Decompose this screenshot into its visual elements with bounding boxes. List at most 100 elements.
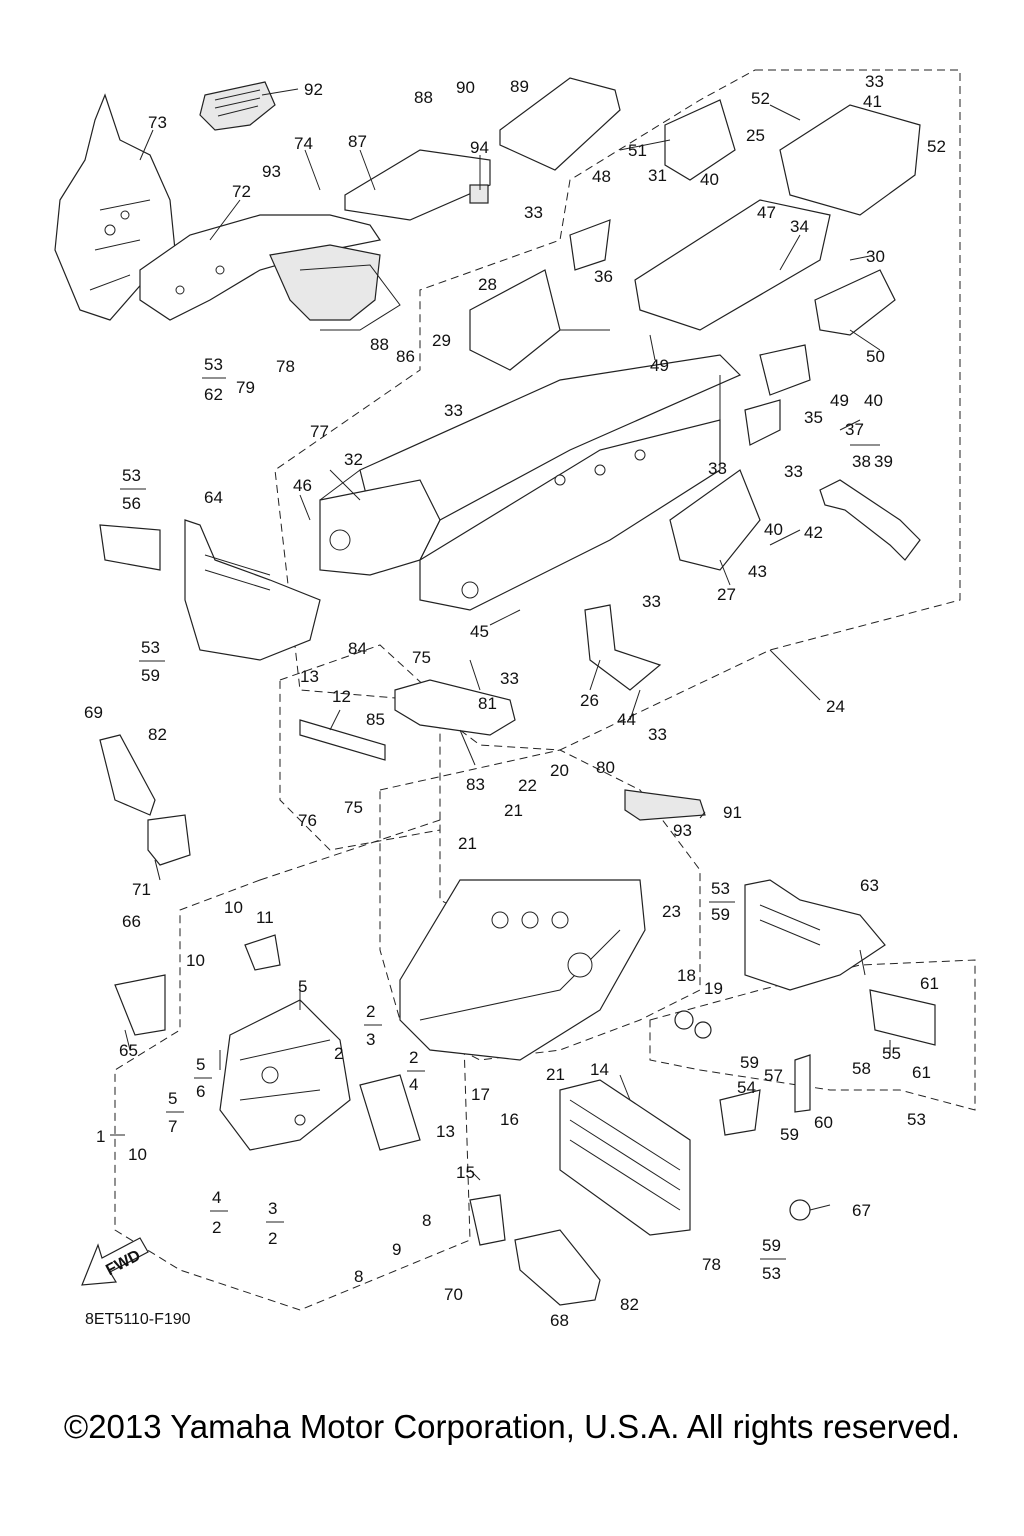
fwd-arrow-icon: FWD bbox=[81, 1237, 149, 1286]
callout-52: 52 bbox=[751, 89, 770, 108]
steering-post-12 bbox=[299, 719, 386, 761]
callout-36: 36 bbox=[594, 267, 613, 286]
guard-69 bbox=[99, 734, 156, 816]
air-duct-92 bbox=[199, 81, 276, 131]
callout-53: 53 bbox=[204, 355, 223, 374]
rear-bracket-25 bbox=[779, 104, 921, 216]
callout-64: 64 bbox=[204, 488, 223, 507]
callout-10: 10 bbox=[224, 898, 243, 917]
callout-71: 71 bbox=[132, 880, 151, 899]
callout-2-d: 2 bbox=[212, 1218, 221, 1237]
bracket-28 bbox=[469, 269, 561, 371]
callout-49-right: 49 bbox=[830, 391, 849, 410]
callout-51: 51 bbox=[628, 141, 647, 160]
callout-18: 18 bbox=[677, 966, 696, 985]
callout-33: 33 bbox=[524, 203, 543, 222]
callout-60: 60 bbox=[814, 1113, 833, 1132]
callout-79: 79 bbox=[236, 378, 255, 397]
callout-81: 81 bbox=[478, 694, 497, 713]
callout-33-f: 33 bbox=[500, 669, 519, 688]
callout-26: 26 bbox=[580, 691, 599, 710]
callout-41: 41 bbox=[863, 92, 882, 111]
callout-80: 80 bbox=[596, 758, 615, 777]
callout-13: 13 bbox=[300, 667, 319, 686]
callout-57: 57 bbox=[764, 1066, 783, 1085]
callout-13-b: 13 bbox=[436, 1122, 455, 1141]
callout-33-g: 33 bbox=[648, 725, 667, 744]
callout-88-b: 88 bbox=[370, 335, 389, 354]
callout-45: 45 bbox=[470, 622, 489, 641]
callout-58: 58 bbox=[852, 1059, 871, 1078]
callout-2: 2 bbox=[366, 1002, 375, 1021]
callout-10-b: 10 bbox=[186, 951, 205, 970]
callout-23: 23 bbox=[662, 902, 681, 921]
callout-40-low: 40 bbox=[764, 520, 783, 539]
callout-86: 86 bbox=[396, 347, 415, 366]
callout-93-b: 93 bbox=[673, 821, 692, 840]
callout-62: 62 bbox=[204, 385, 223, 404]
callout-31: 31 bbox=[648, 166, 667, 185]
diagram-code: 8ET5110-F190 bbox=[85, 1311, 191, 1328]
callout-21-c: 21 bbox=[546, 1065, 565, 1084]
callout-94: 94 bbox=[470, 138, 489, 157]
callout-40-right: 40 bbox=[864, 391, 883, 410]
callout-82: 82 bbox=[148, 725, 167, 744]
callout-10-c: 10 bbox=[128, 1145, 147, 1164]
panel-89 bbox=[499, 77, 621, 171]
seat-base-83 bbox=[394, 679, 516, 736]
callout-37: 37 bbox=[845, 420, 864, 439]
callout-34: 34 bbox=[790, 217, 809, 236]
heat-exchanger-63 bbox=[744, 879, 886, 991]
callout-12: 12 bbox=[332, 687, 351, 706]
callout-40: 40 bbox=[700, 170, 719, 189]
callout-22: 22 bbox=[518, 776, 537, 795]
callout-61: 61 bbox=[920, 974, 939, 993]
callout-75-b: 75 bbox=[344, 798, 363, 817]
callout-35: 35 bbox=[804, 408, 823, 427]
callout-21-b: 21 bbox=[504, 801, 523, 820]
callout-28: 28 bbox=[478, 275, 497, 294]
callout-84: 84 bbox=[348, 639, 367, 658]
copyright-notice: ©2013 Yamaha Motor Corporation, U.S.A. A… bbox=[63, 1408, 961, 1445]
callout-5: 5 bbox=[298, 977, 307, 996]
group-outline-center bbox=[379, 749, 701, 1061]
bracket-58 bbox=[794, 1054, 811, 1113]
callout-53-f: 53 bbox=[762, 1264, 781, 1283]
bracket-36 bbox=[569, 219, 611, 271]
callout-5-c: 5 bbox=[168, 1089, 177, 1108]
bearing-18 bbox=[674, 1010, 694, 1030]
callout-93: 93 bbox=[262, 162, 281, 181]
callout-24: 24 bbox=[826, 697, 845, 716]
callout-59: 59 bbox=[141, 666, 160, 685]
callout-9: 9 bbox=[392, 1240, 401, 1259]
bearing-67 bbox=[789, 1199, 811, 1221]
front-frame-72 bbox=[139, 214, 401, 331]
heat-exchanger-64 bbox=[184, 519, 321, 661]
callout-66: 66 bbox=[122, 912, 141, 931]
group-outline-1 bbox=[114, 819, 471, 1311]
cover-70 bbox=[469, 1194, 506, 1246]
callout-48: 48 bbox=[592, 167, 611, 186]
callout-2-b: 2 bbox=[334, 1044, 343, 1063]
callout-2-e: 2 bbox=[268, 1229, 277, 1248]
callout-53-e: 53 bbox=[907, 1110, 926, 1129]
callout-5-b: 5 bbox=[196, 1055, 205, 1074]
callout-49: 49 bbox=[650, 356, 669, 375]
callout-77: 77 bbox=[310, 422, 329, 441]
callout-33-e: 33 bbox=[444, 401, 463, 420]
cover-71 bbox=[147, 814, 191, 866]
callout-29: 29 bbox=[432, 331, 451, 350]
callout-85: 85 bbox=[366, 710, 385, 729]
callout-2-c: 2 bbox=[409, 1048, 418, 1067]
callout-27: 27 bbox=[717, 585, 736, 604]
callout-25: 25 bbox=[746, 126, 765, 145]
callout-89: 89 bbox=[510, 77, 529, 96]
callout-91: 91 bbox=[723, 803, 742, 822]
callout-3-b: 3 bbox=[268, 1199, 277, 1218]
callout-87: 87 bbox=[348, 132, 367, 151]
callout-19: 19 bbox=[704, 979, 723, 998]
callout-4: 4 bbox=[409, 1075, 418, 1094]
callout-brackets bbox=[120, 377, 880, 1260]
callout-46: 46 bbox=[293, 476, 312, 495]
callout-56: 56 bbox=[122, 494, 141, 513]
